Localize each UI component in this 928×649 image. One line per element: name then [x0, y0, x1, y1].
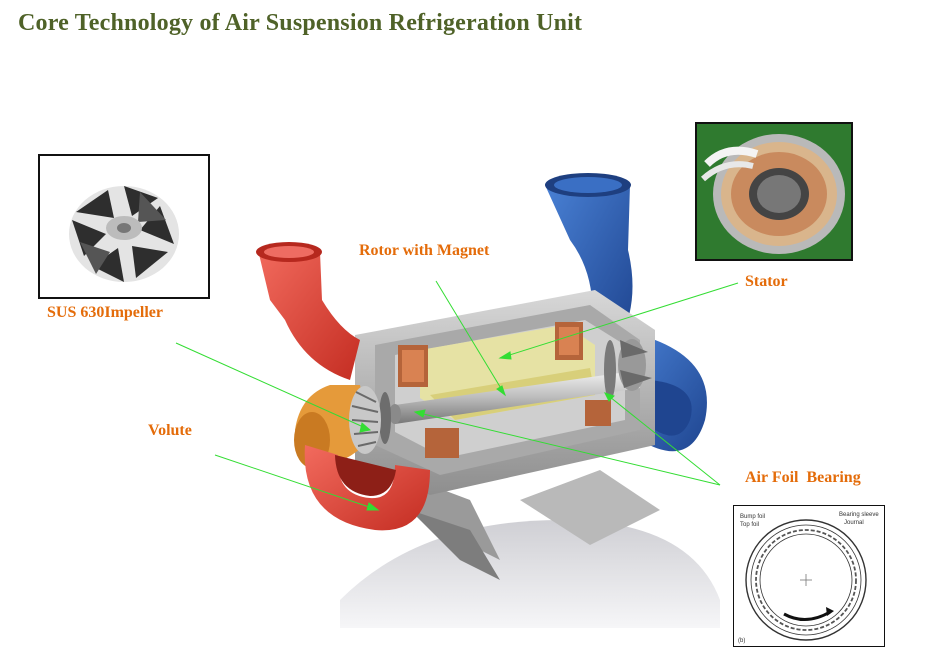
stator-label: Stator	[745, 273, 788, 291]
top-foil-label: Top foil	[740, 522, 759, 528]
air-foil-bearing-diagram: Bump foil Top foil Bearing sleeve Journa…	[733, 505, 885, 647]
impeller-label: SUS 630Impeller	[47, 304, 163, 322]
rotor-label: Rotor with Magnet	[359, 242, 489, 260]
panel-label: (b)	[738, 638, 745, 644]
volute-label: Volute	[148, 422, 192, 440]
journal-label: Journal	[844, 520, 864, 526]
stator-photo	[695, 122, 853, 261]
air-foil-bearing-label: Air Foil Bearing	[745, 469, 861, 487]
bearing-sleeve-label: Bearing sleeve	[839, 512, 879, 518]
impeller-photo	[38, 154, 210, 299]
bump-foil-label: Bump foil	[740, 514, 765, 520]
